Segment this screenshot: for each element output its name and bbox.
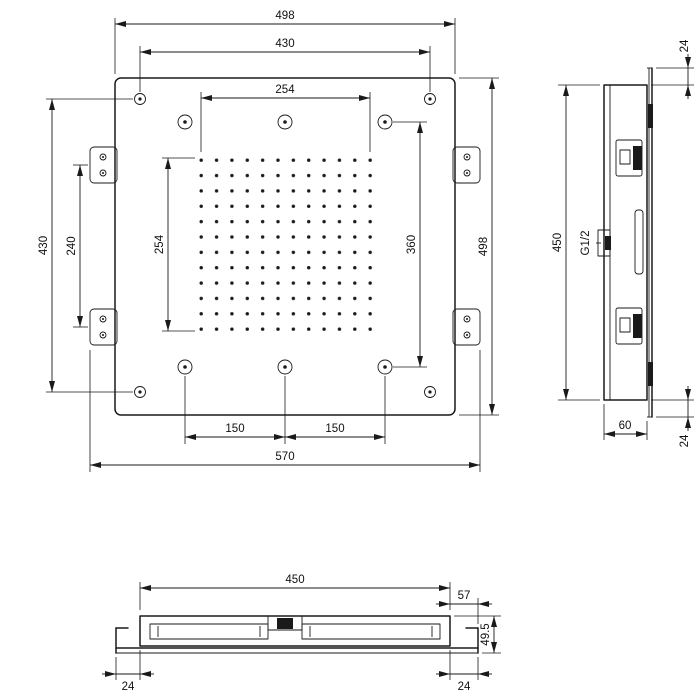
dim-label-450-bottom-view: 450 bbox=[285, 574, 304, 586]
dim-label-430-top: 430 bbox=[275, 38, 294, 50]
dim-24-side-bottom: 24 bbox=[651, 386, 694, 447]
dim-label-49-5-right: 49.5 bbox=[480, 623, 492, 645]
dim-label-360-right: 360 bbox=[406, 235, 418, 254]
side-view: G1/2 450 24 24 bbox=[552, 39, 694, 447]
nozzle-grid bbox=[199, 158, 372, 331]
dim-498-top: 498 bbox=[114, 10, 456, 74]
dim-57-right: 57 bbox=[436, 590, 492, 624]
dim-24-side-top: 24 bbox=[651, 39, 694, 99]
dim-430-top: 430 bbox=[139, 38, 431, 92]
mounting-bracket-right-bottom bbox=[452, 308, 481, 346]
dim-430-left: 430 bbox=[38, 98, 133, 393]
dim-240-left: 240 bbox=[66, 164, 88, 328]
dim-label-498-top: 498 bbox=[275, 10, 294, 22]
side-pipe bbox=[634, 209, 644, 275]
mounting-bracket-left-bottom bbox=[89, 308, 118, 346]
dim-label-24-side-bottom: 24 bbox=[679, 434, 691, 447]
dim-label-60-side: 60 bbox=[619, 420, 632, 432]
dim-label-430-left: 430 bbox=[38, 236, 50, 255]
mounting-bracket-left-top bbox=[89, 146, 118, 184]
dim-24-bottom-right: 24 bbox=[436, 650, 492, 693]
bottom-view: 450 57 49.5 24 bbox=[102, 574, 501, 693]
dim-570-bottom: 570 bbox=[89, 350, 481, 472]
side-body-outline bbox=[603, 84, 648, 401]
spray-outlet-circles bbox=[177, 114, 393, 375]
dim-498-right: 498 bbox=[459, 77, 499, 416]
bottom-center-connector bbox=[267, 615, 303, 631]
dim-150-150-bottom: 150 150 bbox=[184, 376, 386, 444]
bottom-slots bbox=[149, 623, 441, 640]
dim-60-side: 60 bbox=[603, 404, 648, 440]
dim-360-right: 360 bbox=[393, 121, 427, 368]
corner-screw-holes bbox=[134, 93, 436, 398]
dim-label-498-right: 498 bbox=[478, 237, 490, 256]
dim-label-57-right: 57 bbox=[458, 590, 471, 602]
side-clamp-bottom bbox=[615, 307, 643, 345]
dim-label-240-left: 240 bbox=[66, 236, 78, 255]
dim-24-bottom-left: 24 bbox=[102, 650, 154, 693]
plan-view: 498 430 254 430 240 bbox=[38, 10, 499, 472]
dim-450-bottom-view: 450 bbox=[139, 574, 451, 610]
dim-label-254-top: 254 bbox=[275, 84, 295, 96]
dim-label-450-side: 450 bbox=[552, 233, 564, 252]
dim-label-150-right: 150 bbox=[325, 423, 344, 435]
side-screw-top bbox=[648, 104, 653, 128]
g-half-inlet: G1/2 bbox=[580, 229, 611, 257]
dim-label-254-left: 254 bbox=[154, 234, 166, 254]
dim-450-side: 450 bbox=[552, 84, 600, 401]
bottom-flange bbox=[115, 627, 479, 654]
dim-label-24-bottom-right: 24 bbox=[458, 681, 471, 693]
side-clamp-top bbox=[615, 139, 643, 177]
dim-label-24-side-top: 24 bbox=[679, 39, 691, 52]
bottom-body-outline bbox=[139, 615, 451, 647]
dim-label-24-bottom-left: 24 bbox=[122, 681, 135, 693]
dim-label-150-left: 150 bbox=[225, 423, 244, 435]
dim-49-5-right: 49.5 bbox=[454, 615, 501, 654]
dim-label-g-half: G1/2 bbox=[580, 231, 592, 256]
mounting-bracket-right-top bbox=[452, 146, 481, 184]
dim-label-570-bottom: 570 bbox=[275, 451, 294, 463]
dim-254-top: 254 bbox=[200, 84, 371, 152]
side-screw-bottom bbox=[648, 362, 653, 386]
dim-254-left: 254 bbox=[154, 157, 195, 332]
